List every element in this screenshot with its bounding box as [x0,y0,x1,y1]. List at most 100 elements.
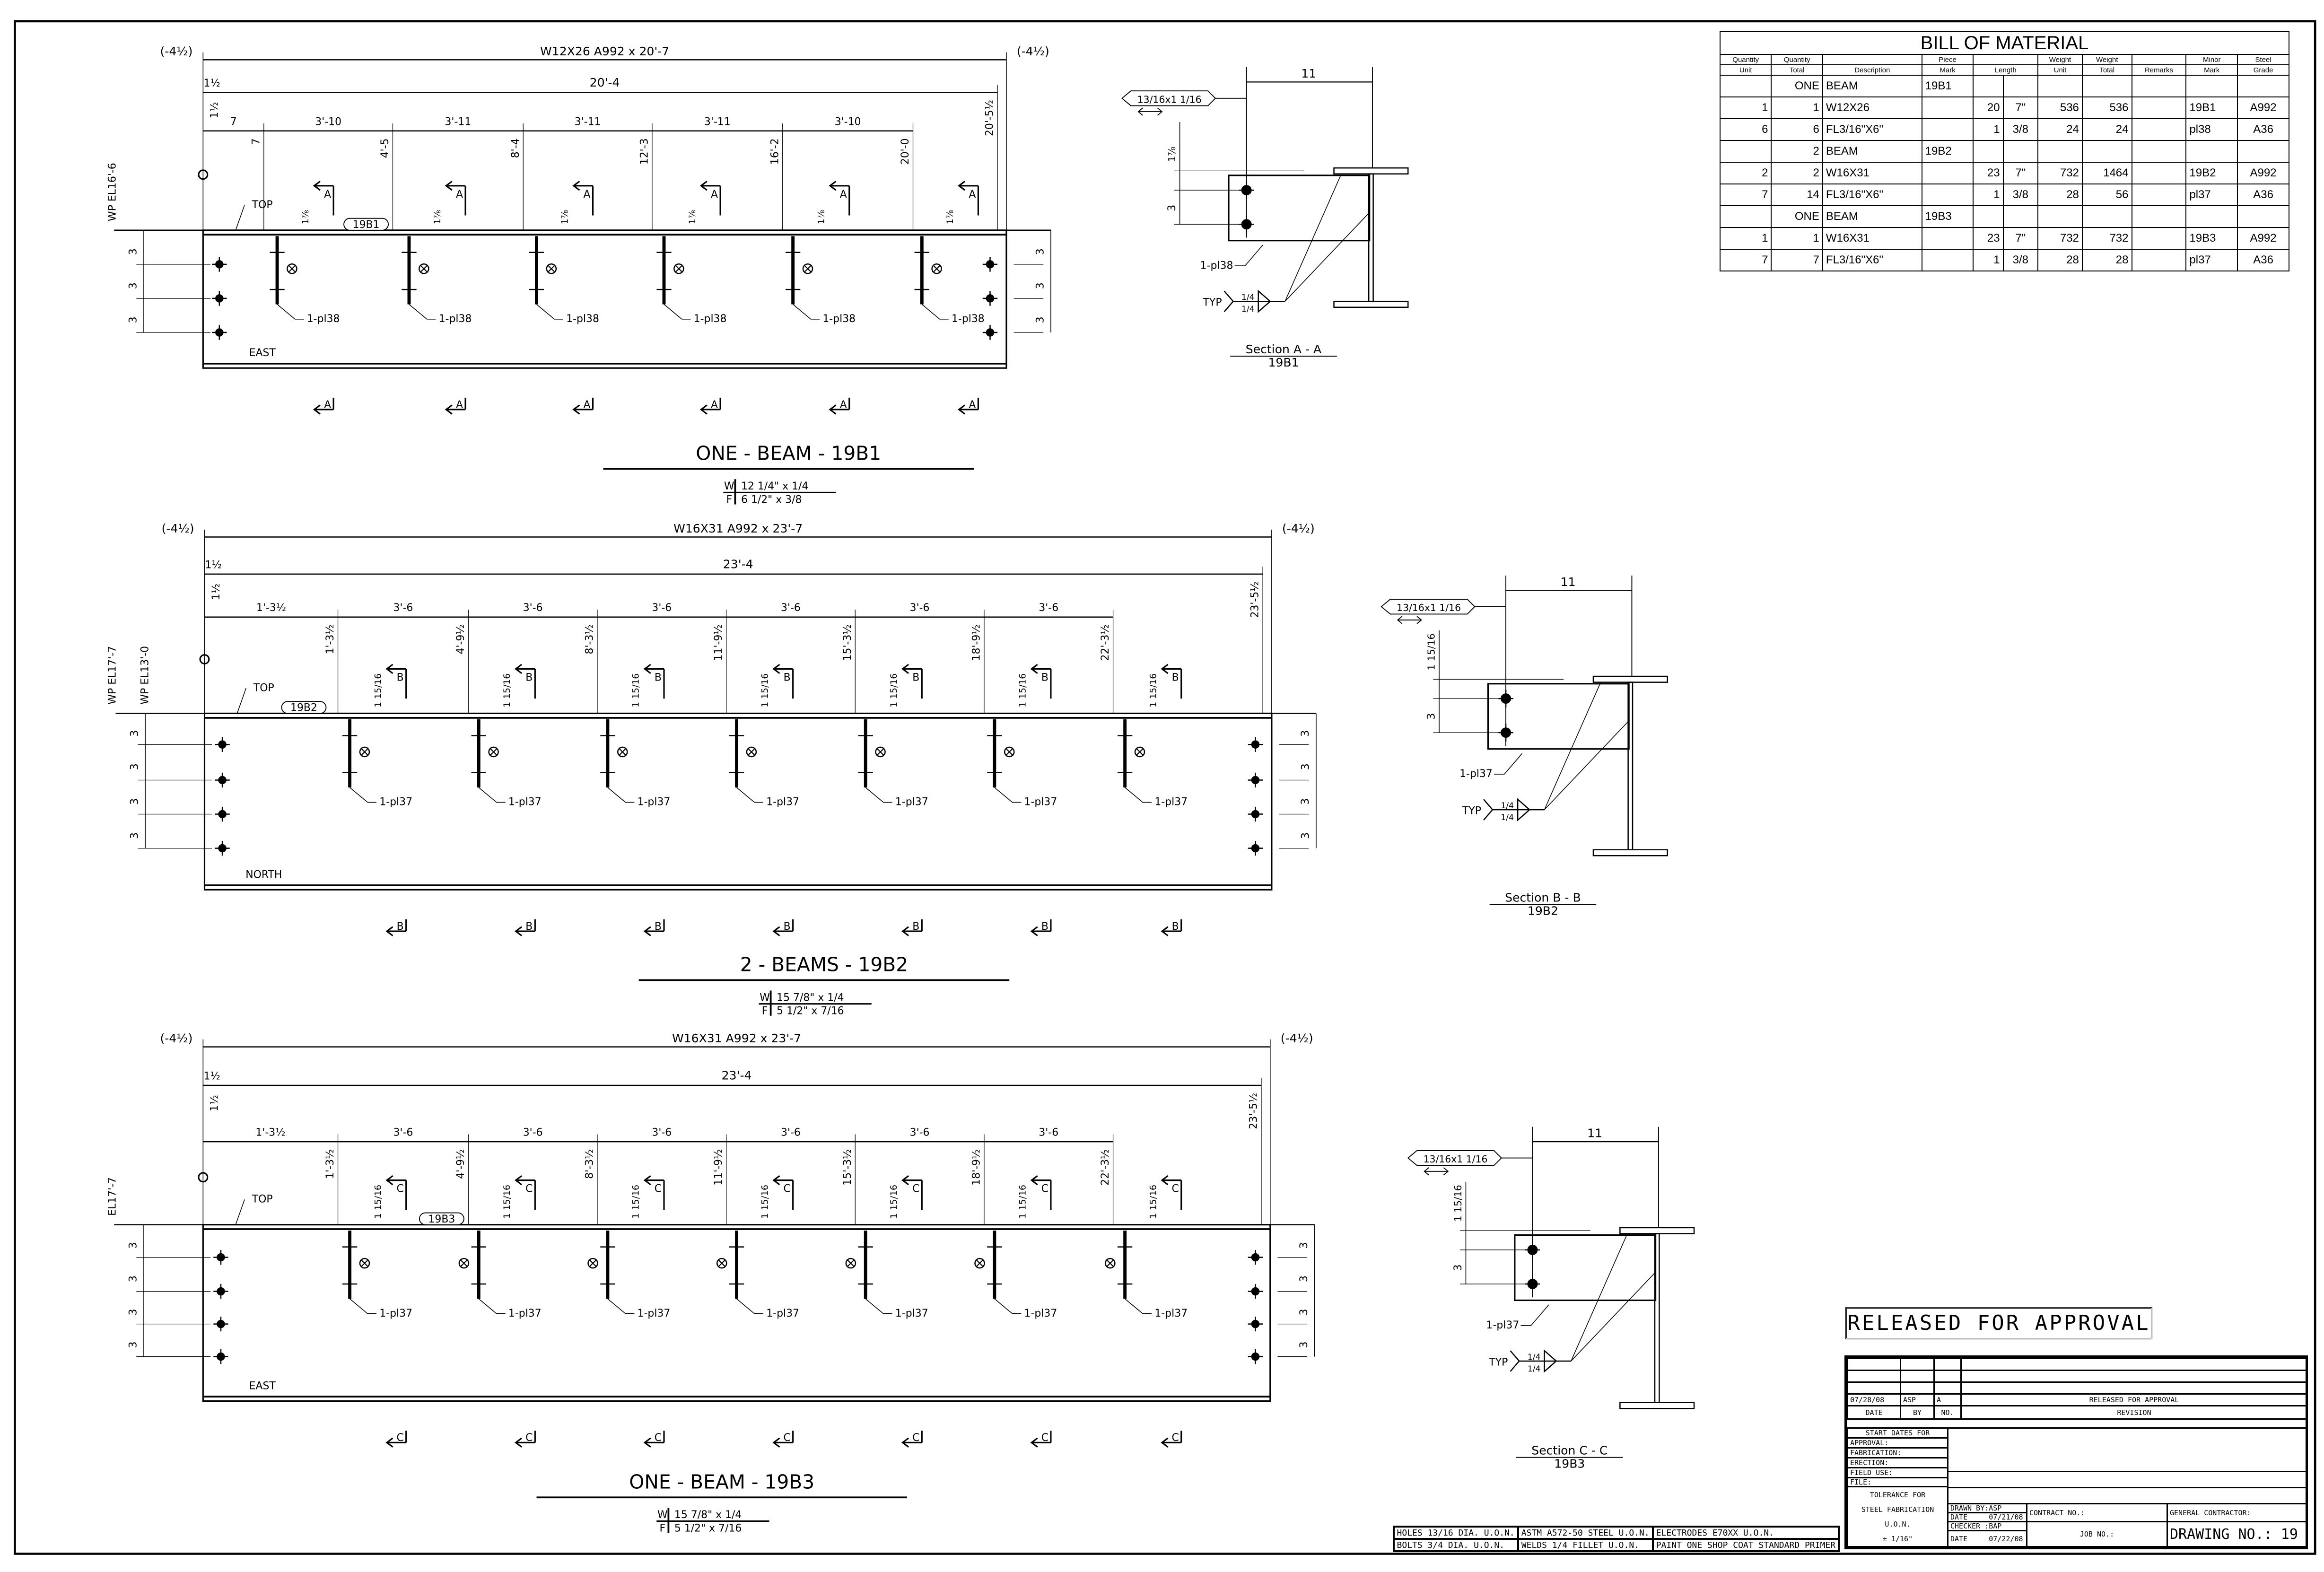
plate-mark-label: 1-pl38 [694,313,727,325]
plate-mark-label: 1-pl37 [1024,1308,1057,1319]
bottom-flange [1619,1402,1695,1409]
stiffener-gap-dim: 1 15/16 [502,1185,512,1219]
bom-header-cell: Steel [2237,54,2289,65]
bom-cell: 7 [1719,249,1772,271]
leader-line [921,304,949,320]
top-label: TOP [253,682,274,694]
note-welds: WELDS 1/4 FILLET U.O.N. [1517,1538,1654,1552]
work-point-icon [198,1172,209,1183]
bom-cell [2131,205,2187,228]
section-cut-letter: B [655,672,662,683]
leader-line [235,205,245,231]
bolt-spacing-dim: 3 [127,248,139,255]
leader-line [236,688,246,714]
section-cut-arrow-icon [643,919,665,936]
ordinate-dim: 4'-9½ [455,1149,467,1179]
field-bolt-icon [546,263,557,274]
note-paint: PAINT ONE SHOP COAT STANDARD PRIMER [1651,1538,1840,1552]
piece-mark: 19B3 [428,1214,455,1225]
tolerance-box: TOLERANCE FOR STEEL FABRICATION U.O.N. ±… [1847,1486,1948,1547]
edge-distance-dim: 1 15/16 [1452,1185,1464,1222]
beam-title: ONE - BEAM - 19B3 [629,1470,814,1493]
plate-mark-label: 1-pl37 [1154,796,1188,808]
flange-weld-size: 6 1/2" x 3/8 [741,494,802,506]
bom-cell: 19B3 [2185,227,2238,250]
bolt-spacing-dim: 3 [1298,1242,1310,1249]
bom-cell [2081,75,2132,97]
ordinate-dim: 8'-4 [510,138,522,158]
bom-cell: A992 [2237,162,2289,184]
weld-size-top: 1/4 [1241,293,1255,302]
top-flange [1592,675,1668,683]
section-cut-arrow-icon [772,919,794,936]
section-cut-arrow-icon [385,1175,407,1210]
stiffener-gap-dim: 1 15/16 [502,673,512,707]
bom-cell [2002,140,2039,163]
bom-cell: pl37 [2185,249,2238,271]
general-notes: HOLES 13/16 DIA. U.O.N. ASTM A572-50 STE… [1392,1526,1840,1552]
beam-outline [202,1224,1271,1402]
hole-note: 13/16x1 1/16 [1424,1153,1488,1165]
plate-mark-label: 1-pl37 [638,1308,671,1319]
flange-weld-size: 5 1/2" x 7/16 [674,1522,742,1534]
spacing-dim: 3'-6 [652,602,672,614]
bom-cell: 732 [2037,162,2083,184]
spacing-dim: 3'-11 [704,116,731,128]
stiffener-gap-dim: 1 15/16 [373,1185,383,1219]
section-cut-letter: A [324,399,331,411]
field-bolt-x [460,1260,467,1267]
spacing-dim: 3'-10 [315,116,341,128]
bom-cell: BEAM [1822,205,1922,228]
side-label: EAST [249,347,276,359]
slot-direction-icon [1424,1167,1449,1176]
bom-cell: A36 [2237,249,2289,271]
bom-cell: W12X26 [1822,96,1922,119]
spacing-dim: 3'-6 [523,602,543,614]
stiffener-gap-dim: 1⅞ [945,210,955,224]
checker-date: DATE 07/22/08 [1947,1530,2027,1547]
field-bolt-x [361,748,368,755]
web-weld-size: 15 7/8" x 1/4 [777,992,844,1004]
ordinate-dim: 22'-3½ [1100,1149,1111,1186]
field-bolt-x [619,748,626,755]
section-cut-letter: B [525,921,533,933]
leader-line [664,304,691,320]
beam-web [1654,1233,1660,1403]
end-ordinate-dim: 23'-5½ [1248,1093,1260,1129]
section-cut-arrow-icon [643,1175,665,1210]
bom-cell: pl38 [2185,118,2238,141]
beam-outline [202,229,1007,369]
section-cut-letter: A [584,189,591,201]
end-offset-right: (-4½) [1282,522,1315,535]
field-bolt-x [420,265,428,272]
section-cut-arrow-icon [1161,1431,1182,1448]
field-bolt-icon [845,1258,856,1269]
section-cut-letter: A [969,399,976,411]
stiffener-gap-dim: 1 15/16 [889,673,899,707]
work-point-icon [198,169,209,180]
bom-cell: 7 [1771,249,1823,271]
ordinate-dim: 15'-3½ [842,624,854,661]
beam-elevation-19B2: W16X31 A992 x 23'-7(-4½)(-4½)23'-41½1½1'… [106,522,1317,1017]
section-cut-letter: C [1172,1183,1179,1195]
bolt-spacing-dim: 3 [129,730,140,737]
stiffener-gap-dim: 1 15/16 [1148,1185,1158,1219]
bom-cell: W16X31 [1822,227,1922,250]
bom-cell: 7" [2002,162,2039,184]
spacing-dim: 3'-6 [393,1127,413,1139]
bom-cell [1719,205,1772,228]
section-width-label: 11 [1587,1127,1602,1140]
section-cut-letter: B [655,921,662,933]
leader-line [478,1298,506,1314]
bom-cell: 2 [1771,140,1823,163]
leader-line [349,1298,377,1314]
bolt-spacing-dim: 3 [1452,1265,1464,1271]
bolt-spacing-dim: 3 [1300,730,1311,737]
bom-title: BILL OF MATERIAL [1720,31,2289,55]
leader-line [409,304,436,320]
field-bolt-icon [419,263,429,274]
leader-line [865,1298,892,1314]
top-flange [1619,1227,1695,1234]
